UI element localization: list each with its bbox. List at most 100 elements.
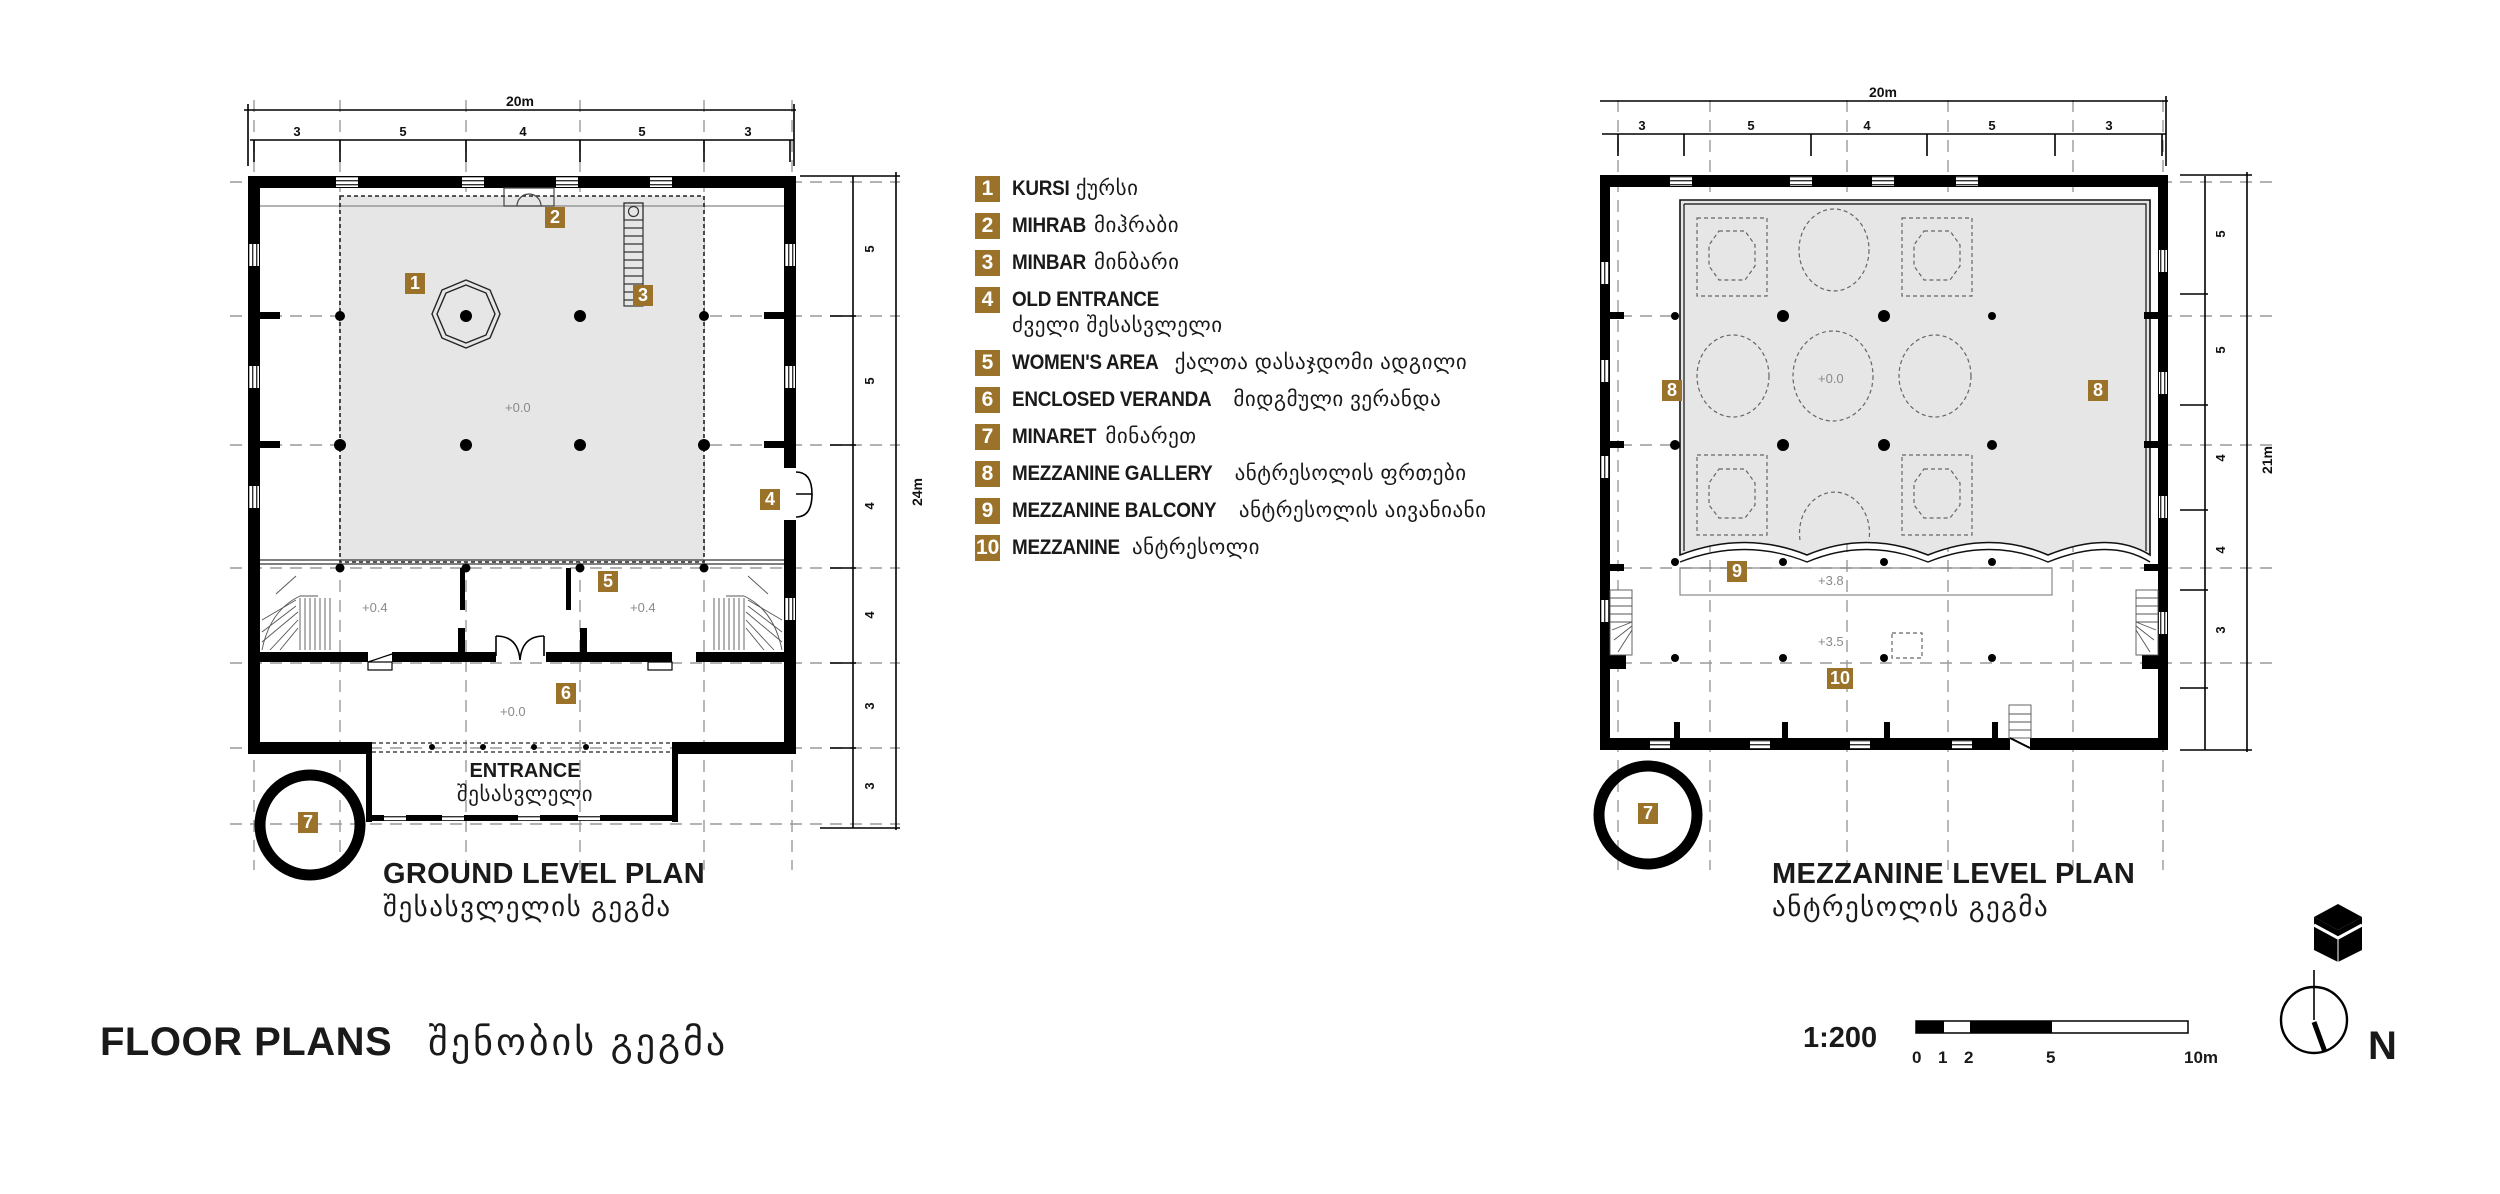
ground-plan-title: GROUND LEVEL PLAN შესასვლელის გეგმა bbox=[383, 858, 705, 924]
elevation-mezzanine: +3.5 bbox=[1818, 634, 1844, 649]
window bbox=[556, 177, 578, 187]
dimension-segment: 5 bbox=[399, 124, 406, 139]
dimension-overall-width: 20m bbox=[506, 93, 534, 109]
mezzanine-dimensions-right bbox=[2180, 172, 2252, 752]
legend-badge: 1 bbox=[975, 176, 1000, 202]
dimension-segment: 3 bbox=[862, 782, 877, 789]
mezzanine-plan-title-en: MEZZANINE LEVEL PLAN bbox=[1772, 858, 2136, 890]
main-title-en: FLOOR PLANS bbox=[100, 1020, 393, 1064]
legend-badge: 2 bbox=[975, 213, 1000, 239]
badge-balcony: 9 bbox=[1727, 561, 1747, 582]
ground-plan-title-ka: შესასვლელის გეგმა bbox=[383, 892, 672, 922]
legend-label-en: MEZZANINE BALCONY bbox=[1012, 499, 1217, 522]
old-entrance-door bbox=[782, 468, 813, 520]
dimension-segment: 5 bbox=[2213, 346, 2228, 353]
legend-item: 6 ENCLOSED VERANDA მიდგმული ვერანდა bbox=[975, 387, 1535, 413]
legend-item: 9 MEZZANINE BALCONY ანტრესოლის აივანიანი bbox=[975, 498, 1535, 524]
legend-label-ka: ანტრესოლის აივანიანი bbox=[1238, 499, 1487, 522]
main-entrance-door bbox=[495, 635, 545, 661]
mezzanine-plan-title-ka: ანტრესოლის გეგმა bbox=[1772, 892, 2050, 922]
legend-badge: 5 bbox=[975, 350, 1000, 376]
legend: 1 KURSI ქურსი 2 MIHRAB მიჰრაბი 3 MINBAR … bbox=[975, 176, 1535, 572]
legend-item: 7 MINARET მინარეთ bbox=[975, 424, 1535, 450]
window bbox=[336, 177, 358, 187]
minaret-circle bbox=[254, 769, 366, 881]
badge-kursi: 1 bbox=[405, 273, 425, 294]
dimension-segment: 5 bbox=[1988, 118, 1995, 133]
void-over-hall bbox=[1679, 199, 2151, 557]
elevation-veranda: +0.0 bbox=[500, 704, 526, 719]
scale-tick: 10m bbox=[2184, 1048, 2219, 1067]
dimension-segment: 3 bbox=[1638, 118, 1645, 133]
stairs bbox=[261, 575, 783, 651]
legend-label-en: MEZZANINE GALLERY bbox=[1012, 462, 1213, 485]
legend-label-en: MINARET bbox=[1012, 425, 1097, 448]
legend-label-ka: მიდგმული ვერანდა bbox=[1233, 388, 1442, 411]
minaret-circle bbox=[1593, 760, 1703, 870]
dimension-segment: 4 bbox=[2213, 546, 2228, 554]
kursi-octagon bbox=[431, 279, 501, 349]
dimension-segment: 3 bbox=[293, 124, 300, 139]
mezzanine-plan-title: MEZZANINE LEVEL PLAN ანტრესოლის გეგმა bbox=[1772, 858, 2135, 924]
badge-womens-area: 5 bbox=[598, 571, 618, 592]
dimension-segment: 4 bbox=[862, 502, 877, 510]
dimension-segment: 3 bbox=[2105, 118, 2112, 133]
legend-label-en: WOMEN'S AREA bbox=[1012, 351, 1159, 374]
legend-badge: 10 bbox=[975, 535, 1001, 561]
north-arrow bbox=[2279, 904, 2363, 1055]
legend-label-en: OLD ENTRANCE bbox=[1012, 288, 1159, 311]
scale-tick: 2 bbox=[1964, 1048, 1974, 1067]
legend-badge: 9 bbox=[975, 498, 1000, 524]
dimension-overall-width: 20m bbox=[1869, 84, 1897, 100]
legend-label-ka: ძველი შესასვლელი bbox=[1012, 314, 1223, 337]
main-title: FLOOR PLANS შენობის გეგმა bbox=[100, 1020, 728, 1065]
dimension-segment: 4 bbox=[1863, 118, 1871, 133]
legend-label-en: ENCLOSED VERANDA bbox=[1012, 388, 1212, 411]
legend-label-ka: ანტრესოლი bbox=[1132, 536, 1260, 559]
scale-bar bbox=[1915, 1020, 2189, 1034]
scale-tick: 1 bbox=[1938, 1048, 1948, 1067]
badge-gallery-left: 8 bbox=[1662, 380, 1682, 401]
badge-mihrab: 2 bbox=[545, 207, 565, 228]
window bbox=[462, 177, 484, 187]
dimension-segment: 3 bbox=[2213, 626, 2228, 633]
dimension-overall-depth: 24m bbox=[909, 478, 925, 506]
legend-badge: 8 bbox=[975, 461, 1000, 487]
main-title-ka: შენობის გეგმა bbox=[428, 1022, 729, 1064]
kaaba-icon bbox=[2313, 904, 2363, 962]
dimension-segment: 5 bbox=[638, 124, 645, 139]
dimension-segment: 5 bbox=[862, 377, 877, 384]
mezzanine-stairs bbox=[1609, 589, 2159, 739]
legend-label-en: MEZZANINE bbox=[1012, 536, 1121, 559]
elevation-balcony: +3.8 bbox=[1818, 573, 1844, 588]
badge-veranda: 6 bbox=[556, 683, 576, 704]
entrance-label-en: ENTRANCE bbox=[469, 760, 581, 782]
legend-item: 5 WOMEN'S AREA ქალთა დასაჯდომი ადგილი bbox=[975, 350, 1535, 376]
scale-tick: 0 bbox=[1912, 1048, 1922, 1067]
elevation-prayer-hall: +0.0 bbox=[505, 400, 531, 415]
legend-label-ka: ანტრესოლის ფრთები bbox=[1234, 462, 1467, 485]
entrance-label-ka: შესასვლელი bbox=[456, 783, 594, 806]
legend-label-ka: ქალთა დასაჯდომი ადგილი bbox=[1174, 351, 1468, 374]
elevation-womens-right: +0.4 bbox=[630, 600, 656, 615]
ground-plan-title-en: GROUND LEVEL PLAN bbox=[383, 858, 705, 890]
dimension-overall-depth: 21m bbox=[2259, 446, 2275, 474]
mezzanine-level-plan: +0.0 +3.8 +3.5 20m 3 5 4 5 3 bbox=[1593, 84, 2280, 870]
badge-gallery-right: 8 bbox=[2088, 380, 2108, 401]
mezzanine-columns bbox=[1670, 310, 1997, 662]
badge-mezzanine: 10 bbox=[1827, 668, 1853, 689]
legend-label-ka: მინარეთ bbox=[1105, 425, 1197, 448]
badge-minaret: 7 bbox=[298, 812, 318, 833]
north-label: N bbox=[2368, 1024, 2397, 1068]
legend-badge: 4 bbox=[975, 287, 1000, 313]
dimension-segment: 4 bbox=[862, 611, 877, 619]
legend-label-ka: მინბარი bbox=[1094, 251, 1180, 274]
ground-level-plan: +0.0 +0.4 +0.4 +0.0 20m 3 5 4 5 3 bbox=[230, 93, 925, 881]
dimension-segment: 4 bbox=[519, 124, 527, 139]
badge-minaret: 7 bbox=[1638, 803, 1658, 824]
scale-tick: 5 bbox=[2046, 1048, 2056, 1067]
prayer-hall-area bbox=[340, 196, 704, 562]
legend-label-ka: ქურსი bbox=[1075, 177, 1139, 200]
elevation-void: +0.0 bbox=[1818, 371, 1844, 386]
